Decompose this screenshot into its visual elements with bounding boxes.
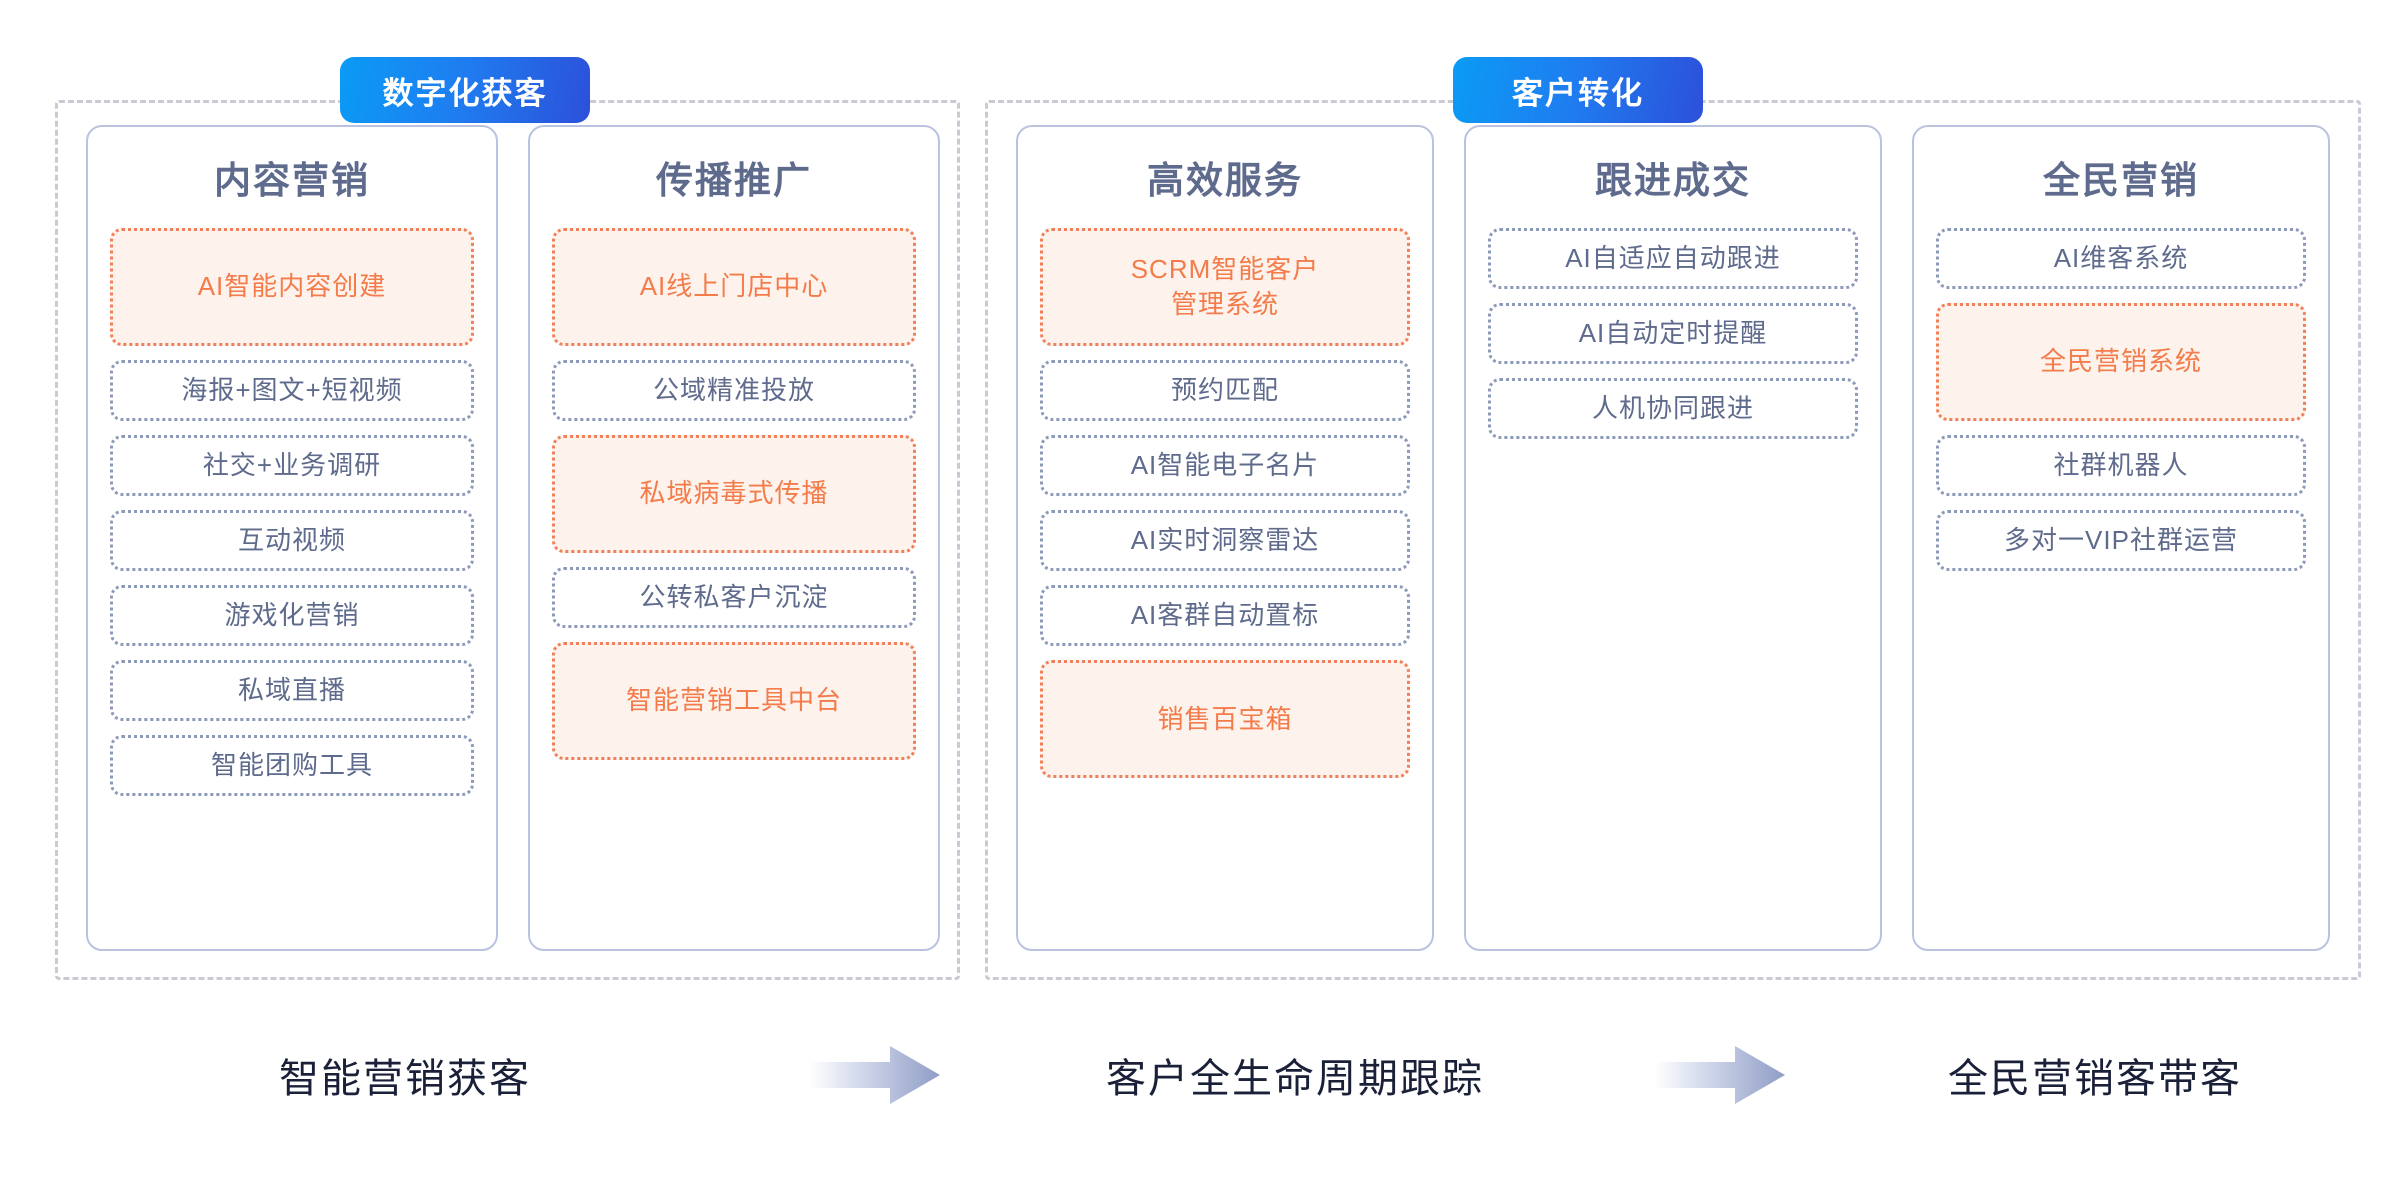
list-item[interactable]: 游戏化营销 — [110, 584, 474, 647]
footer-cell — [755, 1044, 995, 1106]
column-card-all-staff-marketing: 全民营销 AI维客系统 全民营销系统 社群机器人 多对一VIP社群运营 — [1912, 125, 2330, 951]
footer-cell: 客户全生命周期跟踪 — [995, 1046, 1595, 1104]
list-item[interactable]: AI自适应自动跟进 — [1488, 227, 1858, 289]
footer-label-customer-lifecycle-tracking: 客户全生命周期跟踪 — [1106, 1057, 1484, 1101]
list-item[interactable]: SCRM智能客户 管理系统 — [1040, 227, 1410, 346]
column-item-list: AI维客系统 全民营销系统 社群机器人 多对一VIP社群运营 — [1936, 227, 2306, 571]
footer-label-all-staff-referral: 全民营销客带客 — [1948, 1057, 2242, 1101]
list-item[interactable]: 互动视频 — [110, 509, 474, 571]
footer-flow-row: 智能营销获客 客户全生命周期跟踪 — [55, 1020, 2345, 1130]
phase-badge-customer-conversion: 客户转化 — [1453, 57, 1703, 123]
footer-cell — [1595, 1044, 1845, 1106]
list-item[interactable]: 人机协同跟进 — [1488, 377, 1858, 439]
list-item[interactable]: 销售百宝箱 — [1040, 660, 1410, 779]
column-card-followup-closing: 跟进成交 AI自适应自动跟进 AI自动定时提醒 人机协同跟进 — [1464, 125, 1882, 951]
list-item[interactable]: 智能营销工具中台 — [552, 641, 916, 760]
column-title: 传播推广 — [656, 160, 812, 201]
list-item[interactable]: 公转私客户沉淀 — [552, 566, 916, 628]
phase-group-digital-acquisition: 数字化获客 内容营销 AI智能内容创建 海报+图文+短视频 社交+业务调研 互动… — [55, 57, 960, 980]
list-item[interactable]: AI维客系统 — [1936, 227, 2306, 289]
column-item-list: SCRM智能客户 管理系统 预约匹配 AI智能电子名片 AI实时洞察雷达 AI客… — [1040, 227, 1410, 779]
list-item[interactable]: AI智能内容创建 — [110, 227, 474, 346]
column-item-list: AI自适应自动跟进 AI自动定时提醒 人机协同跟进 — [1488, 227, 1858, 439]
column-item-list: AI线上门店中心 公域精准投放 私域病毒式传播 公转私客户沉淀 智能营销工具中台 — [552, 227, 916, 760]
column-card-efficient-service: 高效服务 SCRM智能客户 管理系统 预约匹配 AI智能电子名片 AI实时洞察雷… — [1016, 125, 1434, 951]
footer-cell: 全民营销客带客 — [1845, 1046, 2345, 1104]
column-card-communication-promotion: 传播推广 AI线上门店中心 公域精准投放 私域病毒式传播 公转私客户沉淀 智能营… — [528, 125, 940, 951]
footer-label-smart-marketing-acquisition: 智能营销获客 — [279, 1057, 531, 1101]
column-title: 跟进成交 — [1595, 160, 1751, 201]
list-item[interactable]: 私域病毒式传播 — [552, 434, 916, 553]
phase-group-customer-conversion: 客户转化 高效服务 SCRM智能客户 管理系统 预约匹配 AI智能电子名片 AI… — [985, 57, 2361, 980]
column-item-list: AI智能内容创建 海报+图文+短视频 社交+业务调研 互动视频 游戏化营销 私域… — [110, 227, 474, 797]
list-item[interactable]: AI实时洞察雷达 — [1040, 509, 1410, 571]
arrow-right-icon — [810, 1046, 940, 1104]
list-item[interactable]: 社群机器人 — [1936, 434, 2306, 496]
column-title: 高效服务 — [1147, 160, 1303, 201]
list-item[interactable]: 预约匹配 — [1040, 359, 1410, 421]
list-item[interactable]: AI智能电子名片 — [1040, 434, 1410, 496]
list-item[interactable]: 海报+图文+短视频 — [110, 359, 474, 421]
list-item[interactable]: AI客群自动置标 — [1040, 584, 1410, 647]
phase-groups-row: 数字化获客 内容营销 AI智能内容创建 海报+图文+短视频 社交+业务调研 互动… — [55, 57, 2361, 980]
list-item[interactable]: 智能团购工具 — [110, 735, 474, 797]
footer-cell: 智能营销获客 — [55, 1046, 755, 1104]
list-item[interactable]: AI自动定时提醒 — [1488, 302, 1858, 364]
column-title: 全民营销 — [2043, 160, 2199, 201]
list-item[interactable]: 社交+业务调研 — [110, 434, 474, 496]
column-card-content-marketing: 内容营销 AI智能内容创建 海报+图文+短视频 社交+业务调研 互动视频 游戏化… — [86, 125, 498, 951]
list-item[interactable]: AI线上门店中心 — [552, 227, 916, 346]
phase-badge-digital-acquisition: 数字化获客 — [340, 57, 590, 123]
list-item[interactable]: 私域直播 — [110, 660, 474, 722]
column-title: 内容营销 — [214, 160, 370, 201]
arrow-right-icon — [1655, 1046, 1785, 1104]
list-item[interactable]: 全民营销系统 — [1936, 302, 2306, 421]
list-item[interactable]: 多对一VIP社群运营 — [1936, 509, 2306, 571]
list-item[interactable]: 公域精准投放 — [552, 359, 916, 421]
